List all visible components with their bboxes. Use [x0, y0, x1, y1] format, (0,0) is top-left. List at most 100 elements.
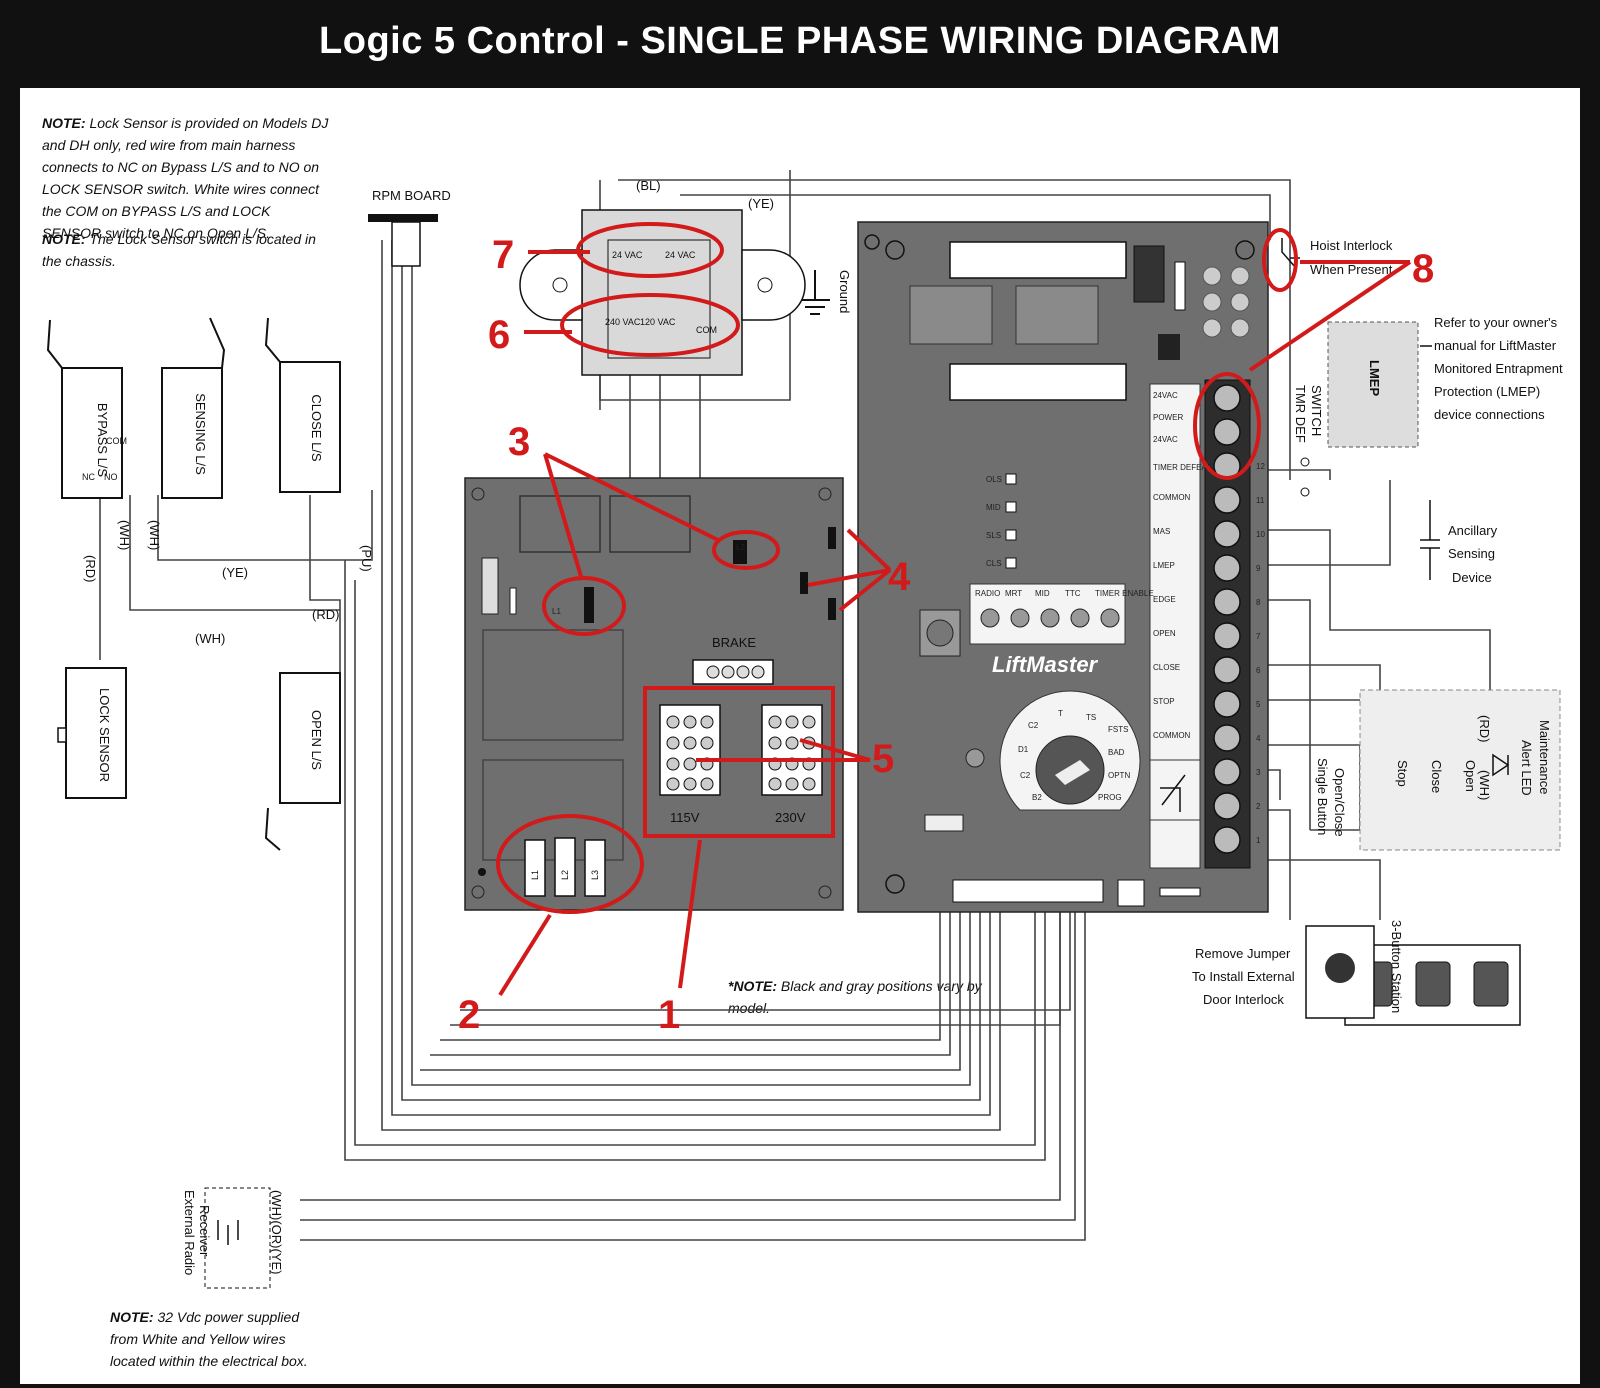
wire-rd-label: (RD)	[83, 555, 98, 582]
single-button-label-1: Open/Close	[1332, 768, 1347, 837]
terminal-number: 11	[1256, 496, 1265, 505]
lmep-ref-5: device connections	[1434, 407, 1545, 422]
dial-label: T	[1058, 709, 1063, 718]
board-button-label: MRT	[1005, 589, 1022, 598]
close-label: Close	[1429, 760, 1444, 793]
terminal-number: 5	[1256, 700, 1261, 709]
vac120-label: 120 VAC	[640, 317, 676, 327]
close-ls-switch: CLOSE L/S	[264, 317, 341, 493]
ground-label: Ground	[837, 270, 852, 313]
sensing-label: SENSING L/S	[193, 393, 208, 475]
lock-sensor-label: LOCK SENSOR	[97, 688, 112, 782]
title-bar: Logic 5 Control - SINGLE PHASE WIRING DI…	[0, 0, 1600, 88]
ext-radio-wires: (WH)(OR)(YE)	[269, 1190, 284, 1274]
dial-label: BAD	[1108, 748, 1125, 757]
terminal-number: 9	[1256, 564, 1261, 573]
limit-switches: BYPASS L/S SENSING L/S CLOSE L/S LOCK SE…	[46, 317, 341, 851]
right-border	[1580, 88, 1600, 1388]
led-label: CLS	[986, 559, 1002, 568]
board-button-label: RADIO	[975, 589, 1000, 598]
terminal-label: TIMER DEFEAT	[1153, 463, 1211, 472]
lmep-device: LMEP Refer to your owner's manual for Li…	[1327, 315, 1563, 448]
board-button	[980, 608, 1000, 628]
open-ls-switch: OPEN L/S	[264, 672, 341, 851]
maint-label-1: Maintenance	[1537, 720, 1552, 794]
lmep-ref-1: Refer to your owner's	[1434, 315, 1558, 330]
bypass-label: BYPASS L/S	[95, 403, 110, 478]
terminal-label: 24VAC	[1153, 391, 1178, 400]
terminal-number: 2	[1256, 802, 1261, 811]
v115-label: 115V	[670, 810, 700, 825]
note-text: The Lock Sensor switch is located in the…	[42, 231, 316, 269]
callout-number-6: 6	[488, 313, 510, 357]
note-text: Black and gray positions vary by model.	[728, 978, 982, 1016]
terminal-number: 8	[1256, 598, 1261, 607]
note-text: 32 Vdc power supplied from White and Yel…	[110, 1309, 308, 1369]
stop-label: Stop	[1395, 760, 1410, 787]
board-button-label: TIMER ENABLE	[1095, 589, 1154, 598]
ancillary-sensing: Ancillary Sensing Device	[1420, 500, 1498, 585]
terminal-label: LMEP	[1153, 561, 1175, 570]
rpm-board: RPM BOARD	[368, 188, 451, 267]
terminal-number: 3	[1256, 768, 1261, 777]
led-indicator	[1005, 473, 1017, 485]
terminal-label: MAS	[1153, 527, 1170, 536]
terminal-label: OPEN	[1153, 629, 1176, 638]
single-button-station: Open/Close Single Button Remove Jumper T…	[1192, 758, 1375, 1019]
wire-wh-label: (WH)	[195, 631, 225, 646]
l1-terminal-label: L1	[552, 607, 561, 616]
note-prefix: NOTE:	[42, 115, 86, 131]
ancillary-label-2: Sensing	[1448, 546, 1495, 561]
dial-label: OPTN	[1108, 771, 1130, 780]
wire-bl-label: (BL)	[636, 178, 661, 193]
left-border	[0, 88, 20, 1388]
three-button-label: 3-Button Station	[1389, 920, 1404, 1013]
maintenance-station: Maintenance Alert LED Stop Close Open (R…	[1344, 689, 1561, 1026]
lmep-ref-3: Monitored Entrapment	[1434, 361, 1563, 376]
board-button	[1070, 608, 1090, 628]
led-indicator	[1005, 557, 1017, 569]
led-wh-label: (WH)	[1477, 770, 1492, 800]
board-button	[1010, 608, 1030, 628]
board-button	[1040, 608, 1060, 628]
maint-label-2: Alert LED	[1519, 740, 1534, 796]
lmep-label: LMEP	[1367, 360, 1382, 396]
external-radio-receiver: External Radio Receiver (WH)(OR)(YE)	[182, 1187, 284, 1289]
lmep-ref-4: Protection (LMEP)	[1434, 384, 1540, 399]
ext-radio-label-2: Receiver	[197, 1205, 212, 1257]
wire-pu-label: (PU)	[359, 545, 374, 572]
led-label: MID	[986, 503, 1001, 512]
l3-label: L3	[590, 870, 600, 880]
terminal-number: 12	[1256, 462, 1265, 471]
ext-radio-label-1: External Radio	[182, 1190, 197, 1275]
ancillary-label-3: Device	[1452, 570, 1492, 585]
jumper-label-3: Door Interlock	[1203, 992, 1284, 1007]
tmr-def-label-2: SWITCH	[1309, 385, 1324, 436]
wire-rd-label: (RD)	[312, 607, 339, 622]
note-prefix: NOTE:	[110, 1309, 154, 1325]
led-rd-label: (RD)	[1477, 715, 1492, 742]
dial-label: PROG	[1098, 793, 1122, 802]
power-board: L1 L2 BRAKE 115V 230V	[464, 477, 844, 911]
terminal-label: STOP	[1153, 697, 1175, 706]
ancillary-label-1: Ancillary	[1448, 523, 1498, 538]
wire-wh-label: (WH)	[117, 520, 132, 550]
board-button	[1100, 608, 1120, 628]
note-power: NOTE: 32 Vdc power supplied from White a…	[110, 1306, 330, 1372]
led-label: SLS	[986, 531, 1001, 540]
terminal-label: COMMON	[1153, 493, 1191, 502]
l2-label: L2	[560, 870, 570, 880]
note-prefix: *NOTE:	[728, 978, 777, 994]
vac240-label: 240 VAC	[605, 317, 641, 327]
dial-label: C2	[1028, 721, 1039, 730]
liftmaster-logo: LiftMaster	[992, 652, 1099, 677]
jumper-label-2: To Install External	[1192, 969, 1295, 984]
l2-terminal-label: L2	[736, 543, 745, 552]
com-transformer-label: COM	[696, 325, 717, 335]
com-label: COM	[106, 436, 127, 446]
tmr-def-label-1: TMR DEF	[1293, 385, 1308, 443]
hoist-interlock: Hoist Interlock When Present TMR DEF SWI…	[1281, 238, 1393, 497]
